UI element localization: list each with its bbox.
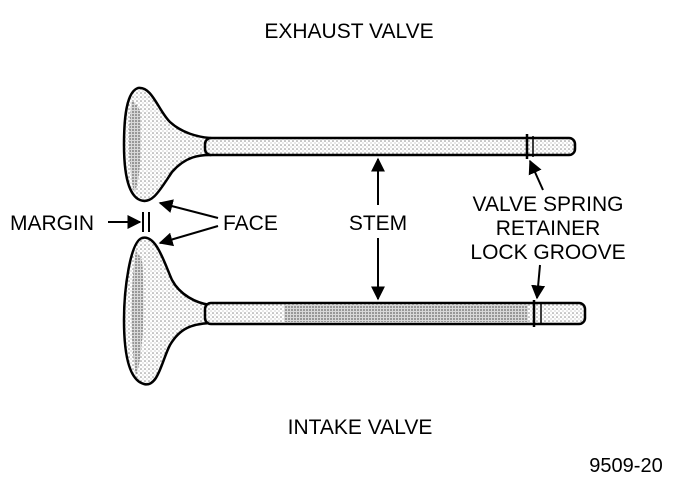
face-arrow-upper [158, 199, 219, 219]
exhaust-valve-stem [203, 136, 577, 157]
groove-label-line3: LOCK GROOVE [470, 241, 625, 264]
exhaust-valve-title: EXHAUST VALVE [264, 20, 433, 43]
exhaust-valve-head [122, 86, 212, 203]
face-arrow-lower [158, 225, 219, 247]
margin-label: MARGIN [10, 212, 94, 235]
groove-label-line2: RETAINER [496, 217, 601, 240]
exhaust-valve [122, 86, 577, 203]
groove-arrow-lower [531, 264, 546, 300]
intake-valve-stem-section [284, 305, 528, 322]
groove-label-line1: VALVE SPRING [473, 193, 624, 216]
intake-valve-face-shading [131, 250, 144, 375]
face-label: FACE [223, 212, 278, 235]
stem-label: STEM [349, 212, 407, 235]
groove-arrow-upper [528, 159, 544, 191]
intake-valve [122, 236, 587, 386]
intake-valve-title: INTAKE VALVE [288, 416, 433, 439]
exhaust-valve-face-shading [129, 100, 141, 192]
figure-number: 9509-20 [589, 455, 662, 477]
intake-valve-head [122, 236, 212, 386]
